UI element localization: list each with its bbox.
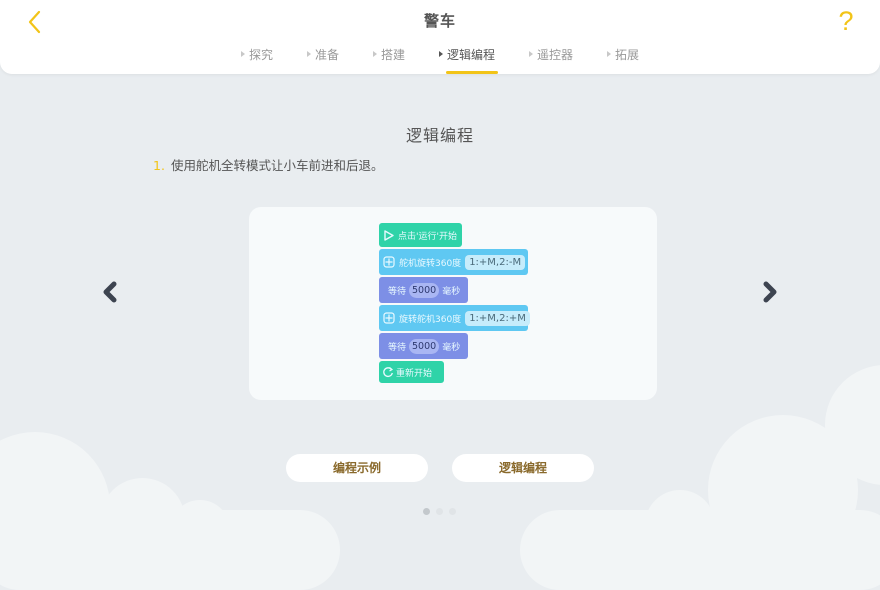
cloud-decoration <box>0 510 340 590</box>
tab-build[interactable]: 搭建 <box>356 46 422 74</box>
triangle-icon <box>439 51 443 57</box>
triangle-icon <box>306 51 311 57</box>
triangle-icon <box>607 51 612 57</box>
logic-programming-button[interactable]: 逻辑编程 <box>452 454 594 482</box>
servo-value-field[interactable]: 1:+M,2:+M <box>465 310 530 326</box>
next-button[interactable] <box>757 277 783 307</box>
chevron-left-icon <box>28 10 41 34</box>
tab-remote-control[interactable]: 遥控器 <box>512 46 590 74</box>
triangle-icon <box>240 51 245 57</box>
section-title: 逻辑编程 <box>405 126 474 145</box>
refresh-icon <box>382 366 394 378</box>
chevron-right-icon <box>763 281 777 303</box>
pagination-dots <box>423 508 456 515</box>
chevron-left-icon <box>103 281 117 303</box>
instruction-number: 1. <box>153 158 165 173</box>
cloud-decoration <box>520 510 880 590</box>
servo-block: 旋转舵机360度 1:+M,2:+M <box>379 305 530 331</box>
question-mark-icon: ? <box>838 6 854 36</box>
top-header: 警车 ? 探究 准备 搭建 逻辑编程 遥控器 拓展 <box>0 0 880 74</box>
tab-prepare[interactable]: 准备 <box>290 46 356 74</box>
back-button[interactable] <box>22 8 50 36</box>
play-icon <box>383 229 394 241</box>
servo-icon <box>383 312 395 324</box>
page-title: 警车 <box>423 12 456 30</box>
instruction-text: 1.使用舵机全转模式让小车前进和后退。 <box>153 158 384 173</box>
programming-example-button[interactable]: 编程示例 <box>286 454 428 482</box>
servo-icon <box>383 256 395 268</box>
tab-logic-programming[interactable]: 逻辑编程 <box>422 46 512 74</box>
triangle-icon <box>529 51 534 57</box>
previous-button[interactable] <box>97 277 123 307</box>
page-dot[interactable] <box>436 508 443 515</box>
wait-block: 等待 5000 毫秒 <box>379 277 468 303</box>
servo-value-field[interactable]: 1:+M,2:-M <box>465 254 526 270</box>
tab-extend[interactable]: 拓展 <box>590 46 656 74</box>
page-dot[interactable] <box>449 508 456 515</box>
wait-block: 等待 5000 毫秒 <box>379 333 468 359</box>
help-button[interactable]: ? <box>834 4 858 38</box>
tab-explore[interactable]: 探究 <box>224 46 290 74</box>
triangle-icon <box>372 51 377 57</box>
start-block: 点击'运行'开始 <box>379 223 462 247</box>
code-example-panel: 点击'运行'开始 舵机旋转360度 1:+M,2:-M 等待 5000 毫秒 旋… <box>249 207 657 400</box>
wait-duration-field[interactable]: 5000 <box>409 338 440 354</box>
wait-duration-field[interactable]: 5000 <box>409 282 440 298</box>
page-dot[interactable] <box>423 508 430 515</box>
servo-block: 舵机旋转360度 1:+M,2:-M <box>379 249 528 275</box>
restart-block: 重新开始 <box>379 361 444 383</box>
step-tabs: 探究 准备 搭建 逻辑编程 遥控器 拓展 <box>0 46 880 74</box>
